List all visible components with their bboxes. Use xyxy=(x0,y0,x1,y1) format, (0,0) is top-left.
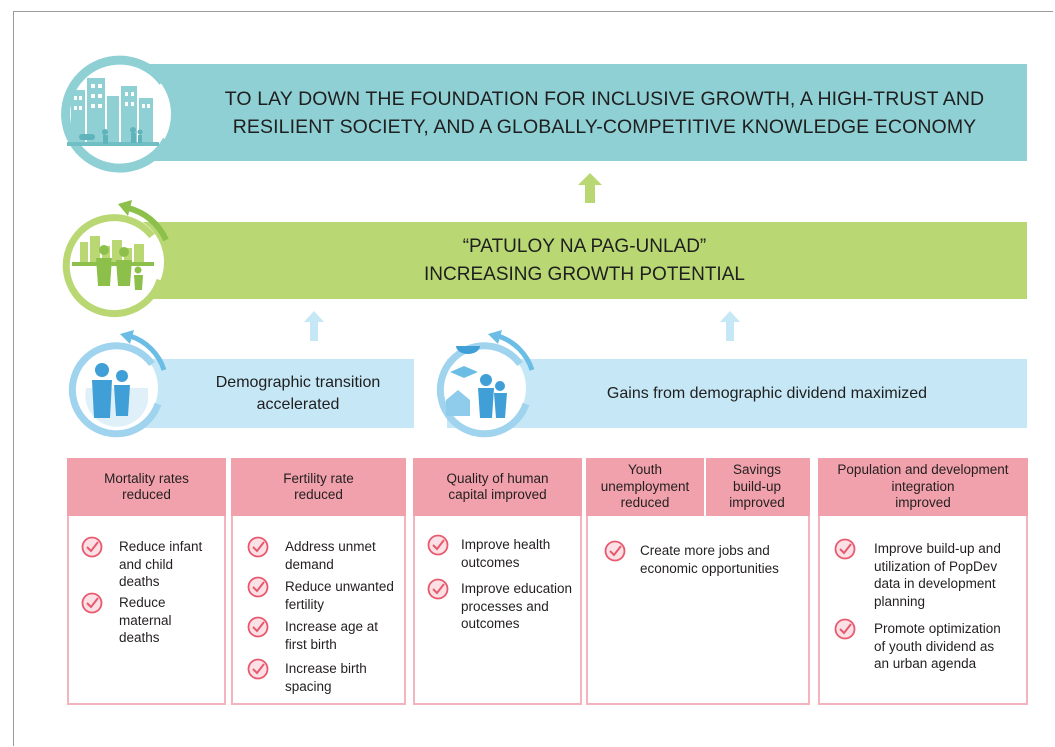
column-body: Create more jobs and economic opportunit… xyxy=(586,516,810,705)
column-header: Fertility rate reduced xyxy=(231,458,406,516)
check-icon xyxy=(81,536,103,558)
list-item-text: Improve education processes and outcomes xyxy=(461,581,573,631)
check-icon xyxy=(427,578,449,600)
dividend-text: Gains from demographic dividend maximize… xyxy=(606,384,928,402)
list-item: Increase birth spacing xyxy=(247,658,367,695)
list-item-text: Reduce infant and child deaths xyxy=(119,539,203,589)
list-item: Improve education processes and outcomes xyxy=(427,578,573,633)
column-youth-savings: Youth unemployment reduced Savings build… xyxy=(586,458,810,705)
check-icon xyxy=(247,536,269,558)
list-item-text: Increase birth spacing xyxy=(285,661,367,694)
column-header: Mortality rates reduced xyxy=(67,458,226,516)
column-header-left-text: Youth unemployment reduced xyxy=(600,462,690,511)
check-icon xyxy=(427,534,449,556)
list-item-text: Create more jobs and economic opportunit… xyxy=(640,543,779,576)
list-item: Improve health outcomes xyxy=(427,534,551,571)
column-mortality: Mortality rates reduced Reduce infant an… xyxy=(67,458,226,705)
column-body: Address unmet demand Reduce unwanted fer… xyxy=(231,516,406,705)
list-item-text: Increase age at first birth xyxy=(285,619,379,652)
column-header-text: Mortality rates reduced xyxy=(104,470,189,503)
list-item-text: Reduce maternal deaths xyxy=(119,595,172,645)
growth-band: “PATULOY NA PAG-UNLAD” INCREASING GROWTH… xyxy=(142,222,1027,299)
goal-band: TO LAY DOWN THE FOUNDATION FOR INCLUSIVE… xyxy=(142,64,1027,161)
family-icon xyxy=(62,200,169,318)
column-header-text: Fertility rate reduced xyxy=(283,470,354,503)
column-human-capital: Quality of human capital improved Improv… xyxy=(413,458,582,705)
check-icon xyxy=(247,576,269,598)
goal-text: TO LAY DOWN THE FOUNDATION FOR INCLUSIVE… xyxy=(224,87,985,138)
list-item: Improve build-up and utilization of PopD… xyxy=(834,538,1001,610)
check-icon xyxy=(81,592,103,614)
column-header-right-text: Savings build-up improved xyxy=(729,462,785,511)
list-item-text: Promote optimization of youth dividend a… xyxy=(874,621,1001,671)
column-body: Improve health outcomes Improve educatio… xyxy=(413,516,582,705)
check-icon xyxy=(834,618,856,640)
dividend-band: Gains from demographic dividend maximize… xyxy=(447,359,1027,428)
list-item: Increase age at first birth xyxy=(247,616,379,653)
transition-text: Demographic transition accelerated xyxy=(215,373,381,413)
list-item-text: Reduce unwanted fertility xyxy=(285,579,394,612)
header-divider xyxy=(704,458,706,516)
list-item-text: Improve health outcomes xyxy=(461,537,551,570)
column-header: Youth unemployment reduced Savings build… xyxy=(586,458,810,516)
list-item: Address unmet demand xyxy=(247,536,376,573)
list-item: Promote optimization of youth dividend a… xyxy=(834,618,1001,673)
column-popdev: Population and development integration i… xyxy=(818,458,1028,705)
column-header-text: Quality of human capital improved xyxy=(446,470,549,503)
column-body: Improve build-up and utilization of PopD… xyxy=(818,516,1028,705)
transition-band: Demographic transition accelerated xyxy=(142,359,414,428)
check-icon xyxy=(247,658,269,680)
list-item-text: Address unmet demand xyxy=(285,539,376,572)
list-item: Reduce infant and child deaths xyxy=(81,536,203,591)
list-item: Create more jobs and economic opportunit… xyxy=(604,540,779,577)
check-icon xyxy=(604,540,626,562)
arrow-up-right-icon xyxy=(720,311,740,341)
growth-text: “PATULOY NA PAG-UNLAD” INCREASING GROWTH… xyxy=(424,235,745,285)
column-header: Population and development integration i… xyxy=(818,458,1028,516)
check-icon xyxy=(247,616,269,638)
figure-frame xyxy=(13,11,1053,746)
city-icon xyxy=(61,55,180,173)
parent-child-icon xyxy=(68,330,167,438)
list-item: Reduce maternal deaths xyxy=(81,592,172,647)
list-item: Reduce unwanted fertility xyxy=(247,576,394,613)
check-icon xyxy=(834,538,856,560)
education-home-icon xyxy=(436,330,535,438)
column-fertility: Fertility rate reduced Address unmet dem… xyxy=(231,458,406,705)
column-body: Reduce infant and child deaths Reduce ma… xyxy=(67,516,226,705)
column-header-text: Population and development integration i… xyxy=(837,462,1009,511)
arrow-up-left-icon xyxy=(304,311,324,341)
column-header: Quality of human capital improved xyxy=(413,458,582,516)
list-item-text: Improve build-up and utilization of PopD… xyxy=(874,541,1001,609)
arrow-up-icon xyxy=(578,173,602,203)
